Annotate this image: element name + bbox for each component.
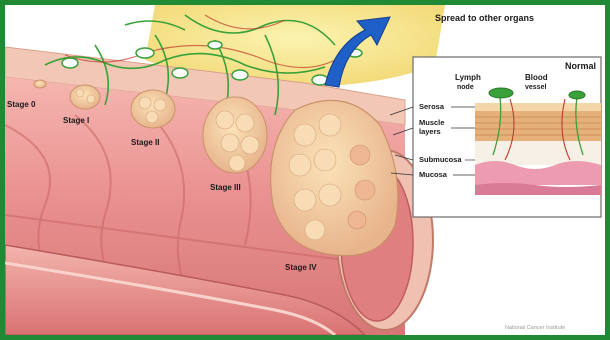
tumor-stage-3 <box>203 97 267 173</box>
stage-0-label: Stage 0 <box>7 100 36 109</box>
submucosa-label: Submucosa <box>419 155 462 164</box>
stage-3-label: Stage III <box>210 183 241 192</box>
stage-1-label: Stage I <box>63 116 89 125</box>
tumor-stage-4 <box>271 100 398 255</box>
lymph-node-icon <box>489 88 513 98</box>
blood-vessel-label-line1: Blood <box>525 73 548 82</box>
muscle-layer <box>475 111 601 141</box>
serosa-label: Serosa <box>419 102 445 111</box>
normal-wall-inset: Normal Lymph node Blood vessel Serosa Mu… <box>413 57 601 217</box>
muscle-label-line1: Muscle <box>419 118 444 127</box>
tumor-stage-2 <box>131 90 175 128</box>
tumor-stage-1 <box>70 85 100 109</box>
blood-vessel-label-line2: vessel <box>525 84 546 91</box>
credit-text: National Cancer Institute <box>505 325 565 331</box>
stage-4-label: Stage IV <box>285 263 317 272</box>
colon-cancer-stages-illustration: Spread to other organs Stage 0 Stage I S… <box>5 5 605 335</box>
stage-2-label: Stage II <box>131 138 159 147</box>
mucosa-label: Mucosa <box>419 170 448 179</box>
tumor-stage-0 <box>34 80 46 88</box>
muscle-label-line2: layers <box>419 127 441 136</box>
spread-label: Spread to other organs <box>435 13 534 23</box>
inset-title: Normal <box>565 61 596 71</box>
serosa-layer <box>475 103 601 111</box>
blood-vessel-icon <box>569 91 585 99</box>
lymph-node-label-line2: node <box>457 84 474 91</box>
lymph-node-label-line1: Lymph <box>455 73 481 82</box>
